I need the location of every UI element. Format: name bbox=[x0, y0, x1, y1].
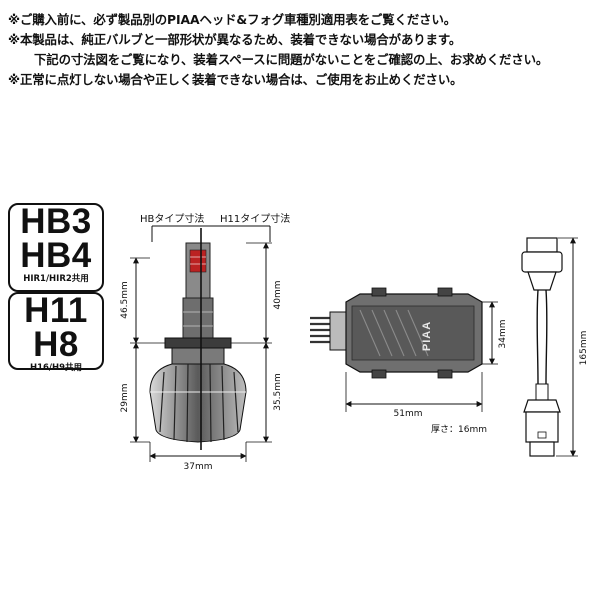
badge-hb4-text: HB4 bbox=[20, 236, 92, 275]
dim-51mm: 51mm bbox=[394, 409, 423, 419]
label-hb-type: HBタイプ寸法 bbox=[140, 212, 204, 225]
badge-h11-sub: H16/H9共用 bbox=[29, 363, 83, 373]
note-line-2: ※本製品は、純正バルブと一部形状が異なるため、装着できない場合があります。 bbox=[8, 32, 462, 47]
badge-hb-sub: HIR1/HIR2共用 bbox=[23, 274, 89, 284]
dim-37mm: 37mm bbox=[184, 462, 213, 472]
led-bulb-drawing: 46.5mm 29mm 40mm 35.5mm 37mm bbox=[120, 225, 283, 472]
label-h11-type: H11タイプ寸法 bbox=[220, 212, 290, 225]
badge-hb3-hb4: HB3 HB4 HIR1/HIR2共用 bbox=[8, 203, 104, 292]
ballast-drawing: PIAA 51mm 34mm 厚さ：16mm bbox=[310, 287, 508, 435]
thickness-note: 厚さ：16mm bbox=[431, 424, 487, 435]
badge-h11-text: H11 bbox=[24, 291, 88, 330]
note-line-4: ※正常に点灯しない場合や正しく装着できない場合は、ご使用をお止めください。 bbox=[8, 72, 463, 87]
dim-40mm: 40mm bbox=[273, 281, 283, 310]
dim-46-5mm: 46.5mm bbox=[120, 281, 130, 319]
dim-35-5mm: 35.5mm bbox=[273, 373, 283, 411]
notes-block: ※ご購入前に、必ず製品別のPIAAヘッド&フォグ車種別適用表をご覧ください。 ※… bbox=[8, 10, 598, 90]
connector-harness-drawing: 165mm bbox=[521, 237, 589, 457]
badge-h8-text: H8 bbox=[33, 325, 79, 364]
dim-29mm: 29mm bbox=[120, 384, 130, 413]
piaa-logo-text: PIAA bbox=[421, 321, 433, 351]
badge-hb3-text: HB3 bbox=[20, 202, 92, 241]
dim-165mm: 165mm bbox=[579, 331, 589, 366]
note-line-1: ※ご購入前に、必ず製品別のPIAAヘッド&フォグ車種別適用表をご覧ください。 bbox=[8, 12, 457, 27]
note-line-3: 下記の寸法図をご覧になり、装着スペースに問題がないことをご確認の上、お求めくださ… bbox=[34, 52, 549, 67]
badge-h11-h8: H11 H8 H16/H9共用 bbox=[8, 291, 104, 373]
dim-34mm: 34mm bbox=[498, 320, 508, 349]
